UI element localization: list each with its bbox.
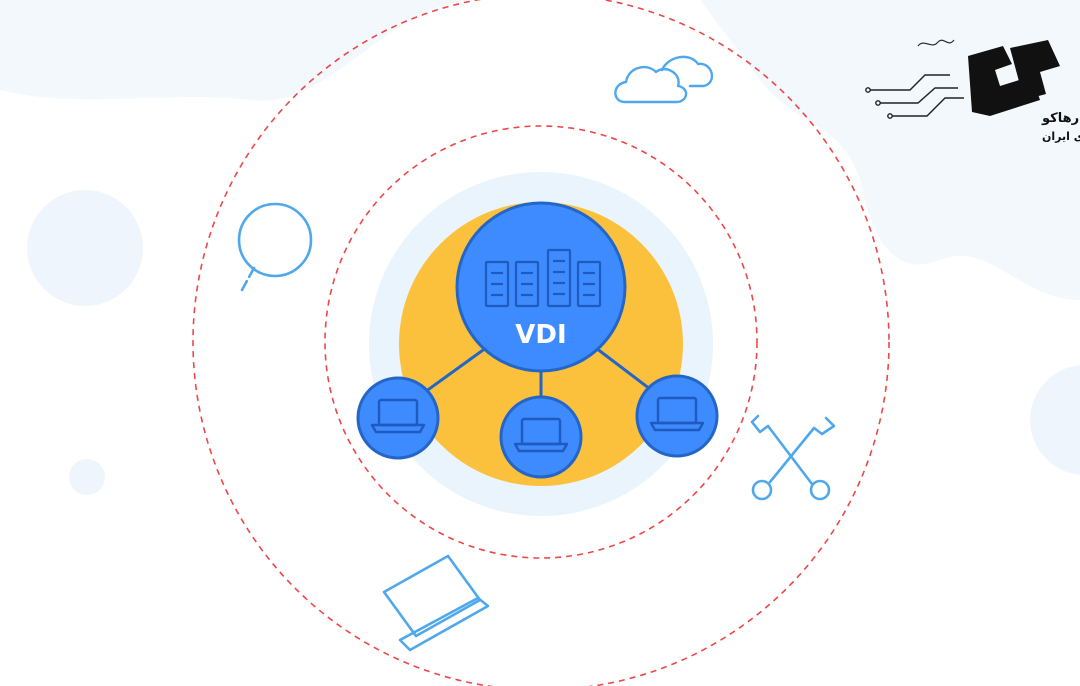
- laptop-client-right: [635, 374, 719, 458]
- laptop-icon: [370, 398, 426, 434]
- signature-scribble: [917, 39, 955, 47]
- logo-name: رهاکو: [1041, 111, 1079, 126]
- laptop-outline-icon: [382, 554, 490, 652]
- background-dot-left: [27, 190, 143, 306]
- background-blob-right: [700, 0, 1080, 300]
- outer-orbit-ring: [192, 0, 890, 686]
- background-blob-top: [0, 0, 470, 101]
- laptop-icon: [649, 396, 705, 432]
- wrench-icon: [750, 414, 836, 501]
- laptop-icon: [513, 417, 569, 453]
- vdi-label: VDI: [515, 320, 566, 350]
- vdi-server-node: VDI: [455, 201, 627, 373]
- circuit-lines-icon: [865, 74, 964, 119]
- logo-tagline: مرجع مجازی سازی ایران: [1042, 130, 1080, 143]
- background-dot-right: [1030, 365, 1080, 475]
- cloud-icon: [614, 55, 714, 104]
- inner-orbit-ring: [324, 125, 758, 559]
- magnifier-icon: [237, 202, 313, 292]
- background-dot-small: [69, 459, 105, 495]
- laptop-client-left: [356, 376, 440, 460]
- laptop-client-middle: [499, 395, 583, 479]
- server-rack-icon: [484, 248, 602, 308]
- brand-logo: رهاکو مرجع مجازی سازی ایران: [865, 39, 1080, 143]
- brand-mark-icon: [968, 40, 1060, 116]
